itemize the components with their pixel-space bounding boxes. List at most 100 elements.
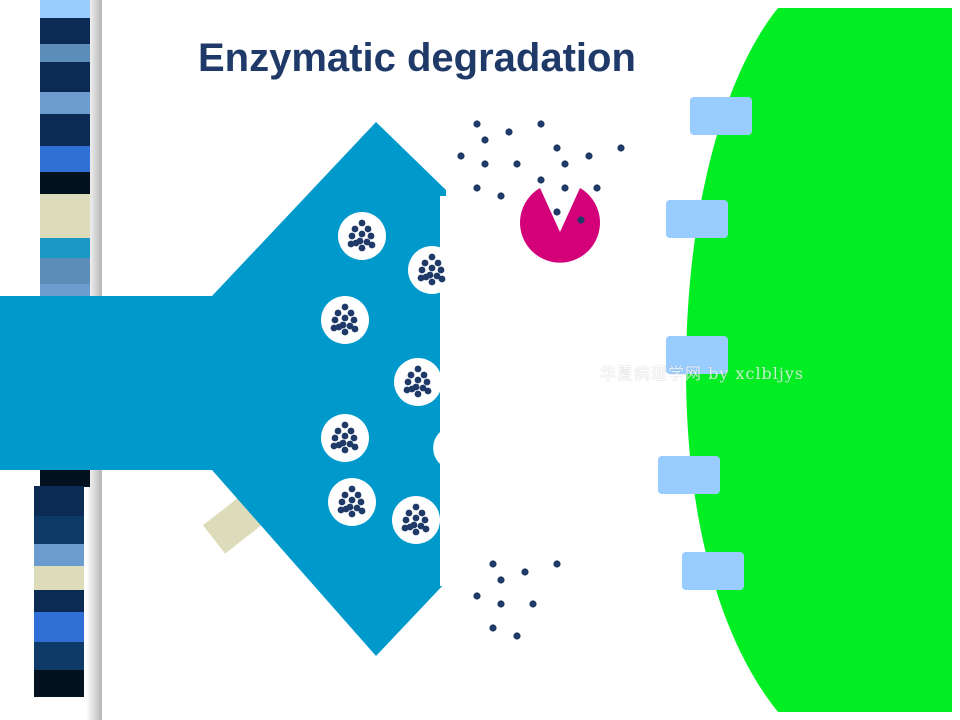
vesicle [321, 414, 369, 462]
stripe [34, 670, 84, 697]
vesicle-molecule [401, 524, 409, 532]
vesicle-molecule [426, 271, 434, 279]
neurotransmitter-molecule [561, 184, 569, 192]
receptor [658, 456, 720, 494]
stripe [40, 0, 90, 19]
vesicle-molecule [437, 266, 445, 274]
receptor [690, 97, 752, 135]
vesicle-molecule [358, 244, 366, 252]
vesicle-molecule [351, 225, 359, 233]
vesicle-molecule [412, 528, 420, 536]
vesicle [338, 212, 386, 260]
vesicle-molecule [419, 384, 427, 392]
vesicle-molecule [424, 387, 432, 395]
vesicle-molecule [331, 434, 339, 442]
neurotransmitter-molecule [561, 160, 569, 168]
vesicle-molecule [348, 496, 356, 504]
vesicle-molecule [418, 266, 426, 274]
vesicle-molecule [334, 309, 342, 317]
vesicle-molecule [403, 386, 411, 394]
vesicle-molecule [354, 491, 362, 499]
stripe [40, 218, 90, 239]
receptor [682, 552, 744, 590]
vesicle-molecule [428, 278, 436, 286]
vesicle-molecule [414, 376, 422, 384]
vesicle-molecule [364, 225, 372, 233]
neurotransmitter-molecule [457, 152, 465, 160]
vesicle-molecule [341, 491, 349, 499]
stripe [40, 146, 90, 173]
neurotransmitter-molecules [457, 120, 625, 640]
stripe [40, 172, 90, 195]
vesicle-molecule [341, 421, 349, 429]
vesicle-molecule [414, 390, 422, 398]
vesicle-molecule [346, 503, 354, 511]
neurotransmitter-molecule [537, 120, 545, 128]
neurotransmitter-molecule [489, 560, 497, 568]
stripe [34, 566, 84, 591]
stripe [40, 92, 90, 115]
neurotransmitter-molecule [553, 208, 561, 216]
vesicle-molecule [407, 371, 415, 379]
vesicle [321, 296, 369, 344]
receptor [666, 336, 728, 374]
enzyme-icon [520, 188, 600, 263]
stripe [34, 590, 84, 613]
vesicle-molecule [428, 264, 436, 272]
vesicle-molecule [356, 237, 364, 245]
vesicle-molecule [438, 275, 446, 283]
neurotransmitter-molecule [473, 184, 481, 192]
stripe [40, 194, 90, 219]
vesicle-molecule [348, 510, 356, 518]
vesicle-molecule [331, 316, 339, 324]
vesicle-molecule [334, 427, 342, 435]
vesicle-molecule [341, 314, 349, 322]
slide-title: Enzymatic degradation [198, 36, 636, 80]
vesicle-molecule [423, 378, 431, 386]
vesicle-molecule [357, 498, 365, 506]
vesicle-molecule [348, 485, 356, 493]
vesicle-molecule [353, 504, 361, 512]
vesicle-molecule [421, 259, 429, 267]
neurotransmitter-molecule [593, 184, 601, 192]
vesicle-molecule [330, 442, 338, 450]
neurotransmitter-molecule [473, 592, 481, 600]
vesicle-molecule [412, 514, 420, 522]
vesicle-molecule [433, 272, 441, 280]
vesicle-molecule [337, 506, 345, 514]
vesicle-molecule [428, 253, 436, 261]
vesicle [328, 478, 376, 526]
vesicle-molecule [421, 516, 429, 524]
vesicle-molecule [339, 439, 347, 447]
neurotransmitter-molecule [529, 600, 537, 608]
stripe [40, 114, 90, 147]
vesicle-molecule [346, 440, 354, 448]
stripe [34, 516, 84, 545]
neurotransmitter-molecule [481, 136, 489, 144]
vesicle-molecule [338, 498, 346, 506]
vesicle-molecule [351, 443, 359, 451]
vesicle-molecule [417, 522, 425, 530]
stripe [40, 18, 90, 45]
stripe [34, 612, 84, 643]
stripe [40, 62, 90, 93]
postsynaptic-cell [686, 8, 952, 712]
neurotransmitter-molecule [489, 624, 497, 632]
vesicle-molecule [412, 503, 420, 511]
vesicle-molecule [348, 232, 356, 240]
vesicle-molecule [346, 322, 354, 330]
neurotransmitter-molecule [497, 192, 505, 200]
neurotransmitter-molecule [553, 144, 561, 152]
vesicle-molecule [358, 230, 366, 238]
vesicle-molecule [358, 507, 366, 515]
vesicle-molecule [418, 509, 426, 517]
stripe [40, 238, 90, 259]
vesicle-molecule [367, 232, 375, 240]
vesicle-molecule [414, 365, 422, 373]
vesicle [408, 246, 456, 294]
vesicle-molecule [350, 434, 358, 442]
presynaptic-terminal-icon [0, 122, 446, 656]
terminal-cleft-edge [440, 196, 450, 586]
vesicle-molecule [341, 432, 349, 440]
